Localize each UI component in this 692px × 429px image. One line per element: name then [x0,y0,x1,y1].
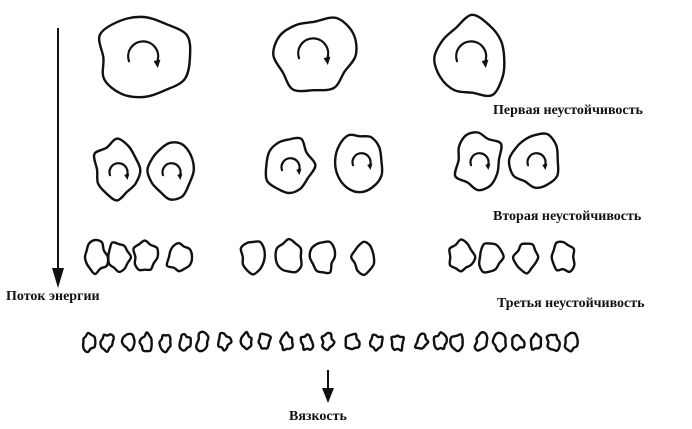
energy-flow-label: Поток энергии [6,289,100,304]
tiny-eddy-8 [216,331,233,352]
tiny-eddy-20 [473,331,489,352]
tiny-eddy-17 [413,332,430,350]
tiny-eddy-4 [138,331,153,353]
tiny-eddy-3 [120,332,136,352]
tiny-eddy-10 [257,332,272,350]
viscosity-arrowhead [322,388,334,403]
large-eddy-1-rotation-arrow-arrowhead [153,59,161,68]
tiny-eddy-14 [344,332,361,351]
medium-eddy-3-rotation-arrow [280,157,301,173]
small-eddy-6 [274,237,303,274]
first-instability-label: Первая неустойчивость [493,103,643,118]
large-eddy-1 [97,15,192,99]
tiny-eddy-16 [390,334,405,352]
tiny-eddy-18 [432,331,449,351]
large-eddy-2-rotation-arrow-arrowhead [323,56,331,65]
tiny-eddy-6 [178,332,192,352]
tiny-eddy-13 [320,331,336,352]
large-eddy-3-rotation-arrow [455,40,488,64]
medium-eddy-5 [453,131,503,192]
small-eddy-7 [308,240,337,275]
medium-eddy-3 [264,136,317,195]
small-eddy-4 [165,241,194,273]
large-eddy-3 [433,13,506,98]
tiny-eddy-1 [81,331,97,354]
tiny-eddy-23 [529,332,543,351]
medium-eddy-6 [507,132,560,190]
medium-eddy-4 [333,133,384,194]
medium-eddy-1 [92,137,142,202]
tiny-eddy-25 [563,331,579,353]
small-eddy-2 [107,241,133,274]
medium-eddy-3-rotation-arrow-arrowhead [296,168,302,176]
large-eddy-2 [272,16,358,93]
tiny-eddy-24 [545,333,561,352]
medium-eddy-6-rotation-arrow [526,152,547,168]
tiny-eddy-2 [99,333,115,354]
medium-eddy-6-rotation-arrow-arrowhead [542,163,548,171]
tiny-eddy-11 [279,331,294,352]
small-eddy-5 [239,240,267,276]
small-eddy-1 [83,238,110,276]
tiny-eddy-15 [368,333,384,352]
medium-eddy-4-rotation-arrow [351,152,372,168]
tiny-eddy-5 [158,333,172,354]
small-eddy-10 [477,242,505,274]
tiny-eddy-12 [299,333,315,352]
small-eddy-11 [511,242,540,275]
tiny-eddy-7 [194,330,210,353]
medium-eddy-2-rotation-arrow [161,162,182,178]
medium-eddy-2-rotation-arrow-arrowhead [177,173,183,181]
tiny-eddy-9 [239,330,253,351]
second-instability-label: Вторая неустойчивость [493,209,642,224]
tiny-eddy-21 [491,331,508,353]
small-eddy-12 [550,240,576,274]
small-eddy-9 [448,238,477,273]
large-eddy-1-rotation-arrow [127,40,160,64]
medium-eddy-5-rotation-arrow-arrowhead [485,163,491,171]
large-eddy-3-rotation-arrow-arrowhead [481,59,489,68]
small-eddy-3 [132,239,160,272]
energy-flow-arrowhead [52,268,64,288]
tiny-eddy-19 [449,333,464,353]
large-eddy-2-rotation-arrow [297,37,330,61]
third-instability-label: Третья неустойчивость [497,296,645,311]
medium-eddy-1-rotation-arrow [108,162,129,178]
medium-eddy-2 [146,141,196,201]
medium-eddy-4-rotation-arrow-arrowhead [367,163,373,171]
eddies-group [81,13,579,354]
medium-eddy-5-rotation-arrow [469,152,490,168]
medium-eddy-1-rotation-arrow-arrowhead [124,173,130,181]
tiny-eddy-22 [511,333,526,352]
viscosity-label: Вязкость [289,409,347,424]
small-eddy-8 [350,240,376,277]
